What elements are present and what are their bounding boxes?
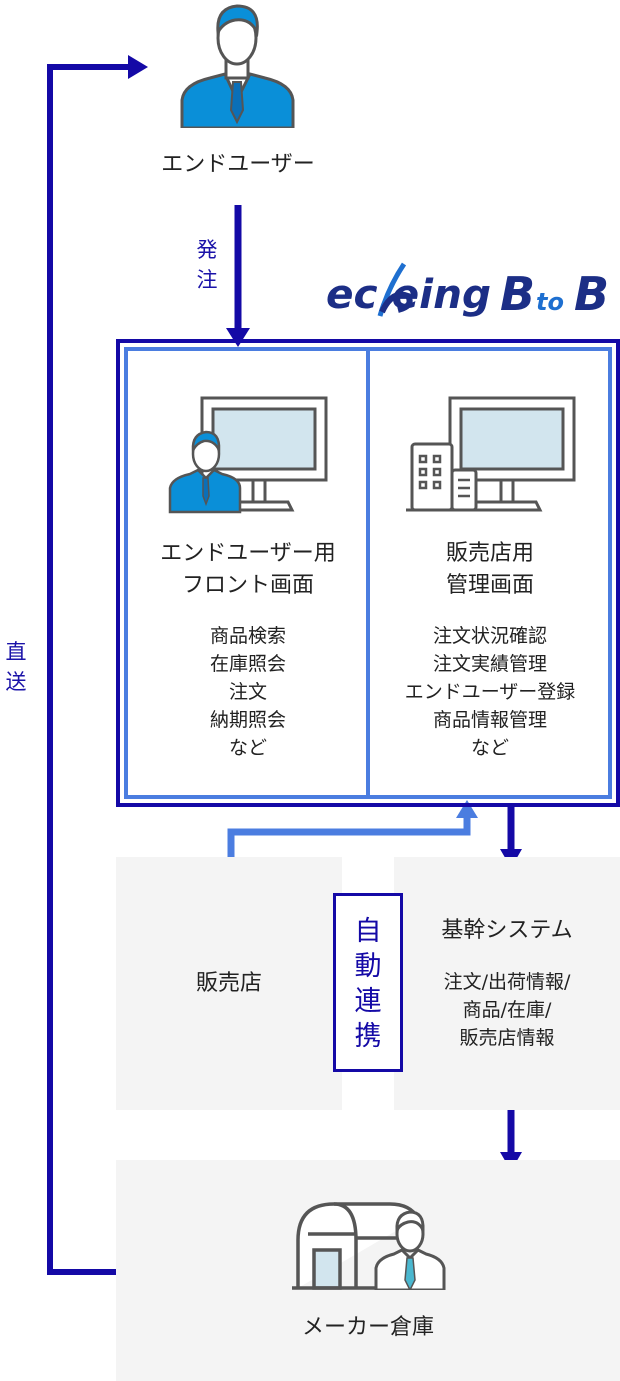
order-char: 注: [196, 268, 218, 292]
feature-item: エンドユーザー登録: [404, 681, 576, 703]
warehouse-label: メーカー倉庫: [301, 1315, 434, 1340]
admin-title-line: 販売店用: [445, 541, 534, 566]
admin-features: 注文状況確認 注文実績管理 エンドユーザー登録 商品情報管理 など: [370, 622, 610, 762]
end-user-label: エンドユーザー: [161, 152, 315, 177]
core-system-title: 基幹システム: [441, 918, 573, 943]
feature-item: など: [228, 737, 267, 759]
end-user-pc-icon: [168, 396, 328, 514]
svg-text:B: B: [500, 267, 535, 321]
svg-text:to: to: [536, 288, 564, 316]
admin-title-line: 管理画面: [445, 573, 534, 598]
core-system-details: 注文/出荷情報/ 商品/在庫/ 販売店情報: [394, 968, 620, 1052]
feature-item: 注文: [228, 681, 267, 703]
ecbeing-system-box: [116, 339, 620, 807]
ecbeing-btob-logo: ec eing B to B: [326, 262, 609, 321]
dealer-admin-pc-icon: [406, 396, 576, 512]
auto-link-char: 連: [354, 986, 382, 1017]
feature-item: 商品検索: [209, 625, 286, 647]
auto-link-char: 動: [354, 951, 382, 982]
admin-title: 販売店用 管理画面: [370, 538, 610, 602]
order-label: 発 注: [192, 235, 222, 295]
dealer-to-admin-arrow: [227, 800, 478, 857]
system-divider: [366, 347, 370, 799]
front-title: エンドユーザー用 フロント画面: [128, 538, 368, 602]
auto-link-char: 自: [354, 916, 382, 947]
svg-text:B: B: [574, 267, 609, 321]
end-user-icon: [180, 4, 295, 128]
feature-item: 商品情報管理: [432, 709, 547, 731]
dealer-label: 販売店: [195, 971, 262, 996]
warehouse-icon: [292, 1202, 446, 1290]
feature-item: 注文実績管理: [432, 653, 547, 675]
warehouse-box: メーカー倉庫: [116, 1160, 620, 1381]
front-features: 商品検索 在庫照会 注文 納期照会 など: [128, 622, 368, 762]
order-char: 発: [196, 238, 218, 262]
direct-ship-arrow: [47, 55, 148, 1275]
order-arrow: [226, 205, 250, 347]
detail-line: 商品/在庫/: [462, 999, 552, 1021]
feature-item: 在庫照会: [209, 653, 286, 675]
feature-item: など: [470, 737, 509, 759]
dealer-box: 販売店: [116, 857, 342, 1110]
front-title-line: エンドユーザー用: [160, 541, 336, 566]
auto-link-badge: 自 動 連 携: [333, 893, 403, 1072]
direct-ship-char: 送: [5, 670, 27, 694]
auto-link-char: 携: [354, 1021, 382, 1052]
feature-item: 注文状況確認: [432, 625, 547, 647]
auto-link-text: 自 動 連 携: [336, 914, 400, 1054]
direct-ship-char: 直: [5, 640, 27, 664]
detail-line: 注文/出荷情報/: [443, 971, 571, 993]
core-system-box: 基幹システム 注文/出荷情報/ 商品/在庫/ 販売店情報: [394, 857, 620, 1110]
feature-item: 納期照会: [209, 709, 286, 731]
front-title-line: フロント画面: [181, 573, 314, 598]
direct-ship-label: 直 送: [1, 637, 31, 697]
detail-line: 販売店情報: [459, 1027, 555, 1049]
